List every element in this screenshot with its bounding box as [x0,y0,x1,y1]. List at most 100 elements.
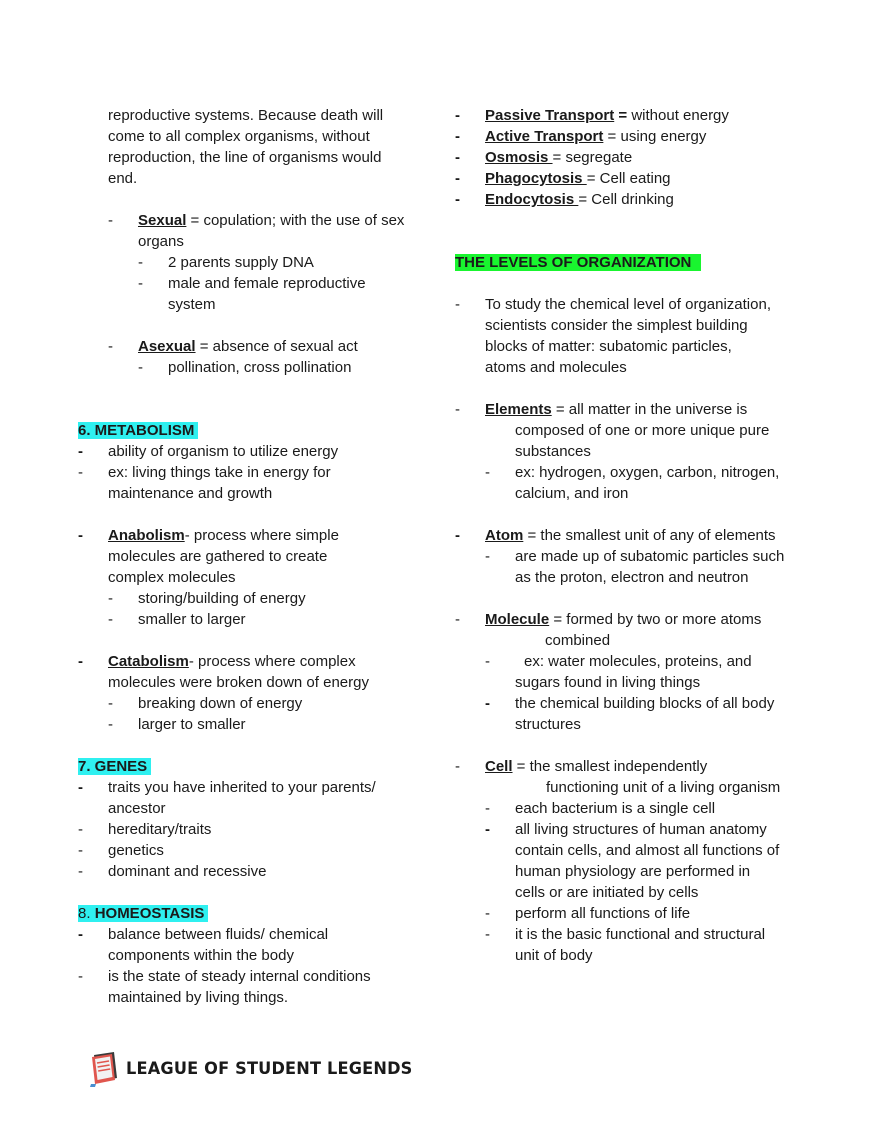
cell-sub-continuation: contain cells, and almost all functions … [515,842,780,859]
sub-item-text: are made up of subatomic particles such [515,548,785,565]
homeostasis-point-continuation: maintained by living things. [108,989,289,1006]
molecule-sub-continuation: sugars found in living things [515,674,701,691]
sub-item-text: ex: hydrogen, oxygen, carbon, nitrogen, [515,464,780,481]
metabolism-point: - ex: living things take in energy for [78,462,423,483]
sexual-definition: = copulation; with the use of sex [186,212,405,229]
transport-definition: Cell eating [599,170,671,187]
cell-sub-continuation: human physiology are performed in [515,863,751,880]
term-catabolism: Catabolism [108,653,189,670]
genes-heading: 7. GENES [78,756,423,777]
sexual-sub-continuation: system [168,296,216,313]
genes-point: - traits you have inherited to your pare… [78,777,423,798]
term-elements: Elements [485,401,552,418]
point-text: traits you have inherited to your parent… [108,779,376,796]
elements-continuation: substances [515,443,591,460]
heading-text: 7. GENES [78,758,152,775]
sub-item-text: male and female reproductive [168,275,366,292]
transport-definition: Cell drinking [591,191,674,208]
elements-sub-item: - ex: hydrogen, oxygen, carbon, nitrogen… [455,462,815,483]
anabolism-continuation: molecules are gathered to create [108,548,328,565]
right-column: - Passive Transport = without energy - A… [455,105,815,966]
bullet-dash: - [485,548,490,565]
bullet-dash: - [455,149,460,166]
genes-point: - dominant and recessive [78,861,423,882]
term-anabolism: Anabolism [108,527,185,544]
cell-sub-item: - it is the basic functional and structu… [455,924,815,945]
bullet-dash: - [485,695,490,712]
transport-item: - Passive Transport = without energy [455,105,815,126]
bullet-dash: - [78,443,83,460]
point-text: To study the chemical level of organizat… [485,296,771,313]
transport-definition: without energy [631,107,729,124]
chem-level-point: - To study the chemical level of organiz… [455,294,815,315]
homeostasis-point-continuation: components within the body [108,947,294,964]
sub-item-text: smaller to larger [138,611,246,628]
term-asexual: Asexual [138,338,196,355]
bullet-dash: - [78,842,83,859]
molecule-continuation: combined [545,632,611,649]
sub-item-text: perform all functions of life [515,905,691,922]
point-text: hereditary/traits [108,821,212,838]
genes-point-continuation: ancestor [108,800,166,817]
sub-item-text: ex: water molecules, proteins, and [524,653,752,670]
bullet-dash: - [78,863,83,880]
homeostasis-point: - is the state of steady internal condit… [78,966,423,987]
sub-item-text: it is the basic functional and structura… [515,926,766,943]
sub-item-text: 2 parents supply DNA [168,254,314,271]
equals-sign: = [614,107,632,124]
elements-sub-continuation: calcium, and iron [515,485,629,502]
anabolism-sub-item: - smaller to larger [78,609,423,630]
bullet-dash: - [108,212,113,229]
sub-item-text: larger to smaller [138,716,246,733]
bullet-dash: - [485,653,490,670]
term-endocytosis: Endocytosis [485,191,579,208]
anabolism-sub-item: - storing/building of energy [78,588,423,609]
bullet-dash: - [455,107,460,124]
point-text: balance between fluids/ chemical [108,926,329,943]
sexual-sub-item: - 2 parents supply DNA [78,252,423,273]
chem-level-continuation: scientists consider the simplest buildin… [485,317,748,334]
term-passive-transport: Passive Transport [485,107,615,124]
bullet-dash: - [485,926,490,943]
catabolism-sub-item: - breaking down of energy [78,693,423,714]
intro-line: reproductive systems. Because death will [108,107,384,124]
transport-definition: segregate [565,149,633,166]
bullet-dash: - [78,968,83,985]
bullet-dash: - [108,338,113,355]
cell-sub-item: - perform all functions of life [455,903,815,924]
genes-point: - hereditary/traits [78,819,423,840]
bullet-dash: - [485,800,490,817]
anabolism-definition: - process where simple [184,527,339,544]
term-phagocytosis: Phagocytosis [485,170,587,187]
molecule-item: - Molecule = formed by two or more atoms [455,609,815,630]
equals-sign: = [603,128,621,145]
bullet-dash: - [455,170,460,187]
bullet-dash: - [78,779,83,796]
genes-point: - genetics [78,840,423,861]
term-sexual: Sexual [138,212,187,229]
sub-item-text: each bacterium is a single cell [515,800,716,817]
bullet-dash: - [108,590,113,607]
atom-definition: = the smallest unit of any of elements [523,527,776,544]
left-column: reproductive systems. Because death will… [78,105,423,1008]
term-osmosis: Osmosis [485,149,553,166]
bullet-dash: - [455,296,460,313]
heading-text: HOMEOSTASIS [94,905,209,922]
point-text: genetics [108,842,164,859]
asexual-sub-item: - pollination, cross pollination [78,357,423,378]
bullet-dash: - [138,254,143,271]
book-icon [90,1052,117,1087]
metabolism-heading: 6. METABOLISM [78,420,423,441]
intro-line: end. [108,170,138,187]
bullet-dash: - [455,611,460,628]
metabolism-point-continuation: maintenance and growth [108,485,273,502]
cell-sub-item: - all living structures of human anatomy [455,819,815,840]
sexual-item: - Sexual = copulation; with the use of s… [78,210,423,231]
heading-text: 6. METABOLISM [78,422,199,439]
bullet-dash: - [138,275,143,292]
asexual-definition: = absence of sexual act [195,338,358,355]
molecule-sub-item: - the chemical building blocks of all bo… [455,693,815,714]
transport-definition: using energy [620,128,707,145]
term-molecule: Molecule [485,611,550,628]
homeostasis-point: - balance between fluids/ chemical [78,924,423,945]
